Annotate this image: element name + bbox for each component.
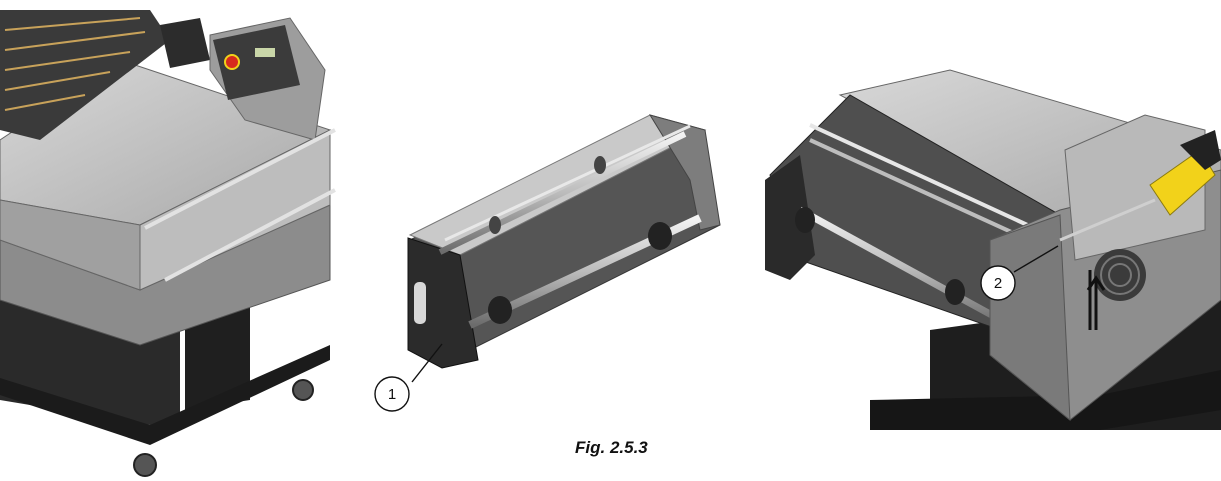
end-plate-slot [414,282,426,324]
figure-caption: Fig. 2.5.3 [575,438,648,457]
conveyor-wires [4,17,146,111]
callout-label-2: 2 [994,275,1002,292]
machine-housing-front-panel [989,214,1071,422]
machine-assembly-right [765,69,1221,430]
shaft-knob [488,222,672,324]
machine-lid-side [139,129,331,291]
upper-rod [438,131,687,255]
machine-overview-left [0,10,336,477]
emergency-stop-icon [224,54,240,70]
callout-1: 1 [374,343,443,412]
screwdriver-tool-icon [1059,130,1221,242]
upper-rod [444,124,691,242]
film-holder-end-plate-right [648,114,721,231]
guide-rail [164,188,336,282]
upper-rod [809,123,1061,242]
control-box [160,18,210,68]
machine-chamber [0,10,170,140]
callout-label-1: 1 [388,386,396,403]
caster-wheel [133,453,157,477]
shaft-knob [945,279,965,305]
film-holder-end-plate-left [765,155,815,280]
callout-2: 2 [980,245,1059,301]
display-icon [255,48,275,57]
film-holder-end-plate-left [407,237,479,369]
rod-collar [489,216,501,234]
up-down-arrow-icon [1086,270,1106,330]
guide-rail [144,128,336,230]
shaft-knob [795,207,815,233]
fan-grille-icon [1094,249,1146,301]
rod-collar [594,156,606,174]
control-panel-face [213,25,300,100]
machine-base-frame [0,345,330,445]
film-roll-shaft [798,206,1012,329]
caster-wheel [292,379,314,401]
film-holder-detail [407,114,721,369]
